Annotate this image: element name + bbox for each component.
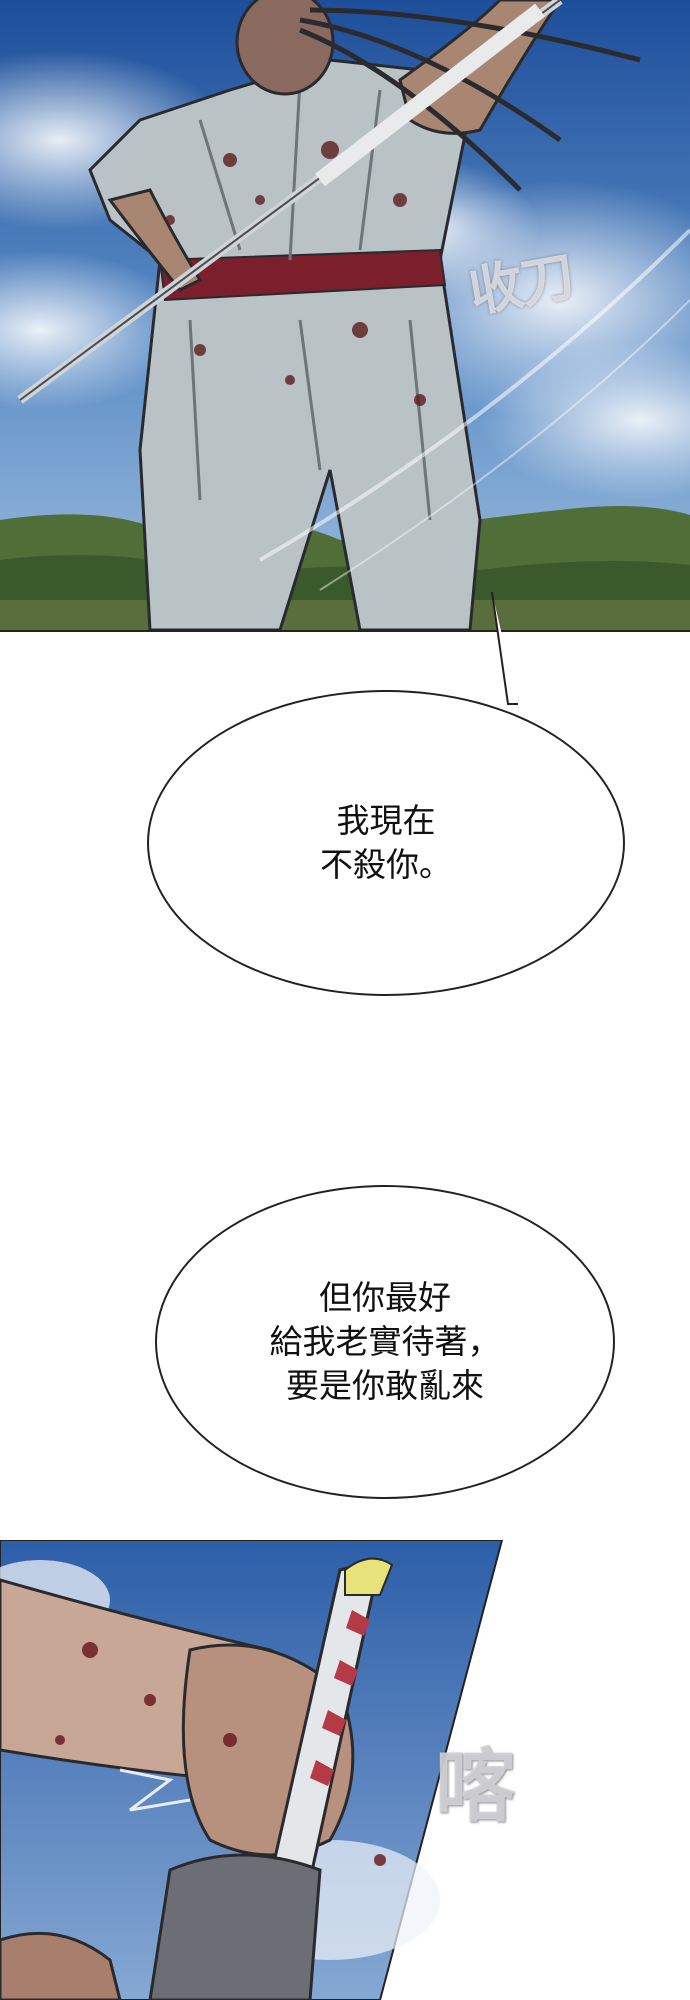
sfx-click: 喀 (435, 1739, 515, 1833)
speech-bubble-1-text: 我現在 不殺你。 (320, 801, 452, 884)
speech-bubble-1: 我現在 不殺你。 (147, 690, 625, 996)
panel-sword-hilt-art (0, 1540, 504, 2000)
panel-swordsman-art (0, 0, 690, 630)
panel-sword-hilt (0, 1540, 690, 2000)
panel-swordsman: 收刀 (0, 0, 690, 632)
bubble-tail (491, 592, 518, 705)
speech-bubble-2: 但你最好 給我老實待著， 要是你敢亂來 (155, 1185, 615, 1499)
speech-bubble-2-text: 但你最好 給我老實待著， 要是你敢亂來 (269, 1278, 501, 1405)
